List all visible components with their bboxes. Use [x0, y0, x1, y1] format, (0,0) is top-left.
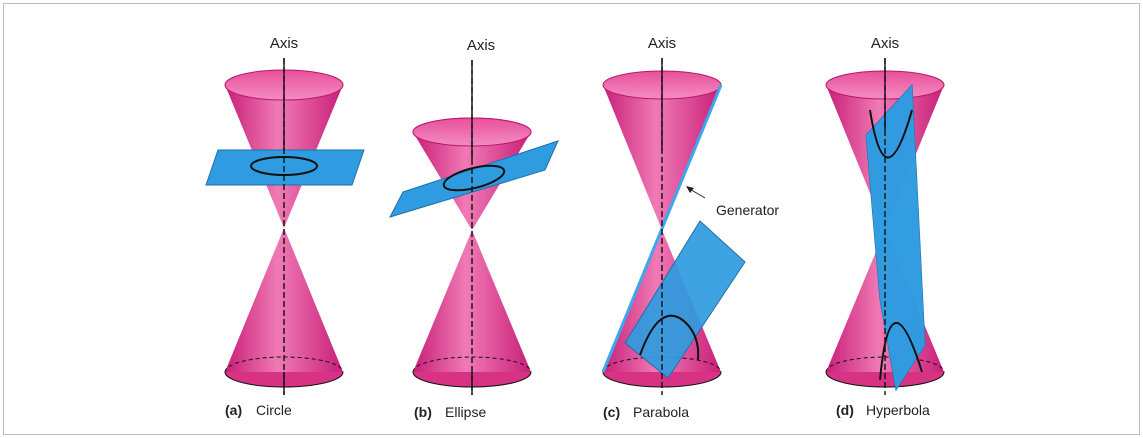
panel-c: Axis Generator (c) Parabola [601, 35, 779, 420]
axis-label: Axis [871, 35, 899, 52]
generator-line [601, 84, 723, 373]
caption-letter: (a) [225, 402, 242, 418]
panel-b: Axis (b) Ellipse [389, 37, 559, 420]
axis-label: Axis [648, 35, 676, 52]
cutting-plane [205, 149, 365, 186]
cutting-plane [624, 220, 746, 379]
parabola-section [639, 314, 700, 361]
caption-letter: (b) [414, 404, 432, 420]
caption-letter: (d) [836, 402, 854, 418]
panel-d: Axis (d) Hyperbola [825, 35, 945, 418]
caption-letter: (c) [603, 404, 620, 420]
caption-name: Parabola [633, 404, 689, 420]
generator-label: Generator [716, 202, 779, 218]
hyperbola-upper-branch [869, 109, 913, 159]
axis-label: Axis [467, 37, 495, 54]
caption-name: Circle [256, 402, 292, 418]
caption-name: Ellipse [445, 404, 486, 420]
hyperbola-lower-branch [879, 322, 923, 381]
axis-label: Axis [270, 35, 298, 52]
caption-name: Hyperbola [866, 402, 930, 418]
panel-a: Axis (a) Circle [205, 35, 365, 418]
cutting-plane [389, 140, 559, 218]
lower-nappe [413, 230, 531, 372]
lower-nappe [225, 228, 343, 372]
figure-frame [3, 3, 1140, 435]
